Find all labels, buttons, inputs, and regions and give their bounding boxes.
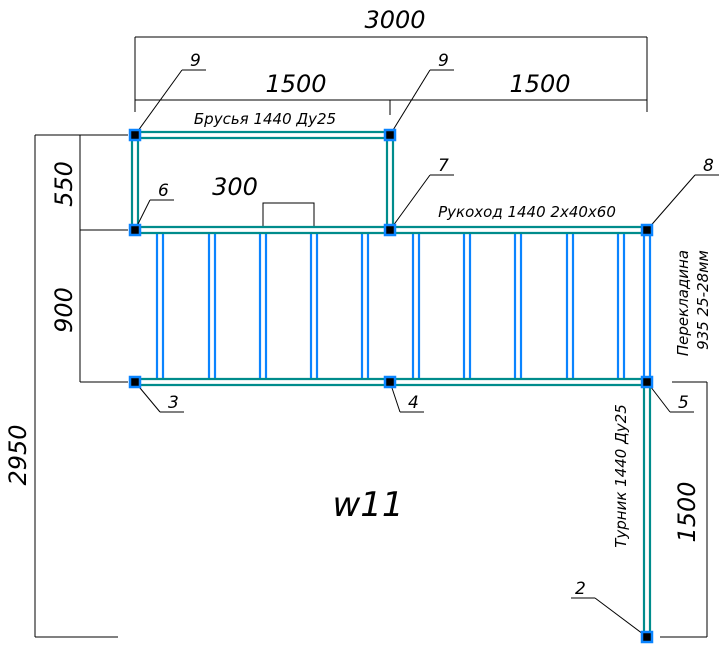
crossbar-pipe xyxy=(642,233,652,380)
node-label: 2 xyxy=(575,579,586,599)
dim-half-left: 1500 xyxy=(265,70,326,98)
label-parallel-bars: Брусья 1440 Ду25 xyxy=(194,110,336,128)
rung xyxy=(207,234,217,379)
label-pull-up-bar: Турник 1440 Ду25 xyxy=(612,404,630,548)
rung xyxy=(565,234,575,379)
node-label: 5 xyxy=(678,393,689,413)
rung xyxy=(309,234,319,379)
node-2: 2 xyxy=(571,579,654,644)
dim-upper-height: 550 xyxy=(50,161,78,207)
node-8: 8 xyxy=(640,156,719,237)
dim-step: 300 xyxy=(212,173,258,201)
rung xyxy=(411,234,421,379)
node-3: 3 xyxy=(128,375,184,413)
node-label: 8 xyxy=(703,156,714,176)
rung xyxy=(360,234,370,379)
node-label: 3 xyxy=(168,393,179,413)
node-9: 9 xyxy=(128,51,206,142)
rung xyxy=(513,234,523,379)
dim-total-width: 3000 xyxy=(364,6,425,34)
rung xyxy=(258,234,268,379)
rung xyxy=(155,234,165,379)
node-9: 9 xyxy=(383,51,454,142)
node-label: 4 xyxy=(408,393,419,413)
nodes: 9 9 6 7 8 3 4 5 2 xyxy=(128,51,719,644)
node-label: 7 xyxy=(438,156,449,176)
rung xyxy=(616,234,626,379)
node-7: 7 xyxy=(383,156,454,237)
node-6: 6 xyxy=(128,181,174,237)
dim-middle-height: 900 xyxy=(50,287,78,333)
dim-half-right: 1500 xyxy=(509,70,570,98)
node-5: 5 xyxy=(640,375,694,413)
dim-lower-height: 1500 xyxy=(673,481,701,542)
parallel-bar-right-post xyxy=(385,135,395,230)
label-crossbar-1: Перекладина xyxy=(674,250,692,356)
pull-up-bar-post xyxy=(642,382,652,637)
drawing-title: w11 xyxy=(332,485,403,525)
node-label: 9 xyxy=(190,51,201,71)
rungs xyxy=(155,233,652,380)
dim-total-height: 2950 xyxy=(4,424,32,485)
label-crossbar-2: 935 25-28мм xyxy=(694,250,712,350)
parallel-bar-top xyxy=(135,130,390,140)
dimension-lines xyxy=(34,36,708,638)
node-4: 4 xyxy=(383,375,424,413)
node-label: 9 xyxy=(438,51,449,71)
rung xyxy=(462,234,472,379)
node-label: 6 xyxy=(158,181,169,201)
parallel-bar-left-post xyxy=(130,135,140,230)
label-monkey-bars: Рукоход 1440 2х40х60 xyxy=(438,203,616,221)
